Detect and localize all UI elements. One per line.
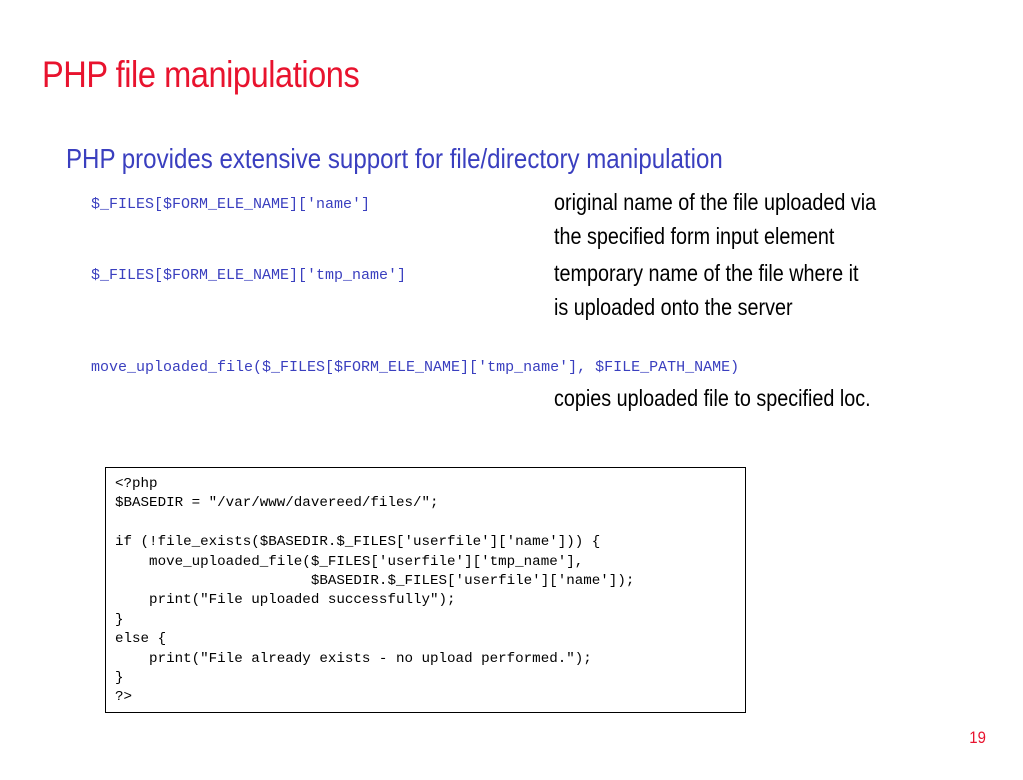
files-tmp-name-term: $_FILES[$FORM_ELE_NAME]['tmp_name'] xyxy=(91,267,407,284)
files-name-description: original name of the file uploaded via t… xyxy=(554,185,876,253)
code-line: } xyxy=(115,611,124,628)
code-line: print("File already exists - no upload p… xyxy=(115,650,592,667)
description-line: temporary name of the file where it xyxy=(554,260,859,286)
description-line: copies uploaded file to specified loc. xyxy=(554,385,871,411)
description-line: original name of the file uploaded via xyxy=(554,189,877,215)
code-line: if (!file_exists($BASEDIR.$_FILES['userf… xyxy=(115,534,601,551)
code-line: <?php xyxy=(115,476,158,492)
move-uploaded-file-term: move_uploaded_file($_FILES[$FORM_ELE_NAM… xyxy=(91,359,740,376)
code-line: move_uploaded_file($_FILES['userfile']['… xyxy=(115,553,584,570)
page-number: 19 xyxy=(969,728,986,747)
files-name-term: $_FILES[$FORM_ELE_NAME]['name'] xyxy=(91,196,371,213)
code-line: } xyxy=(115,669,124,686)
slide-subtitle: PHP provides extensive support for file/… xyxy=(66,143,723,174)
code-example-box: <?php $BASEDIR = "/var/www/davereed/file… xyxy=(105,467,746,713)
move-uploaded-file-description: copies uploaded file to specified loc. xyxy=(554,381,871,415)
description-line: is uploaded onto the server xyxy=(554,294,793,320)
code-line: else { xyxy=(115,631,167,648)
description-line: the specified form input element xyxy=(554,223,835,249)
code-line: $BASEDIR.$_FILES['userfile']['name']); xyxy=(115,572,635,589)
files-tmp-name-description: temporary name of the file where it is u… xyxy=(554,256,859,324)
code-line: print("File uploaded successfully"); xyxy=(115,592,456,609)
code-line: $BASEDIR = "/var/www/davereed/files/"; xyxy=(115,495,439,512)
code-line xyxy=(115,514,745,533)
code-line: ?> xyxy=(115,689,133,706)
slide-title: PHP file manipulations xyxy=(42,54,360,95)
